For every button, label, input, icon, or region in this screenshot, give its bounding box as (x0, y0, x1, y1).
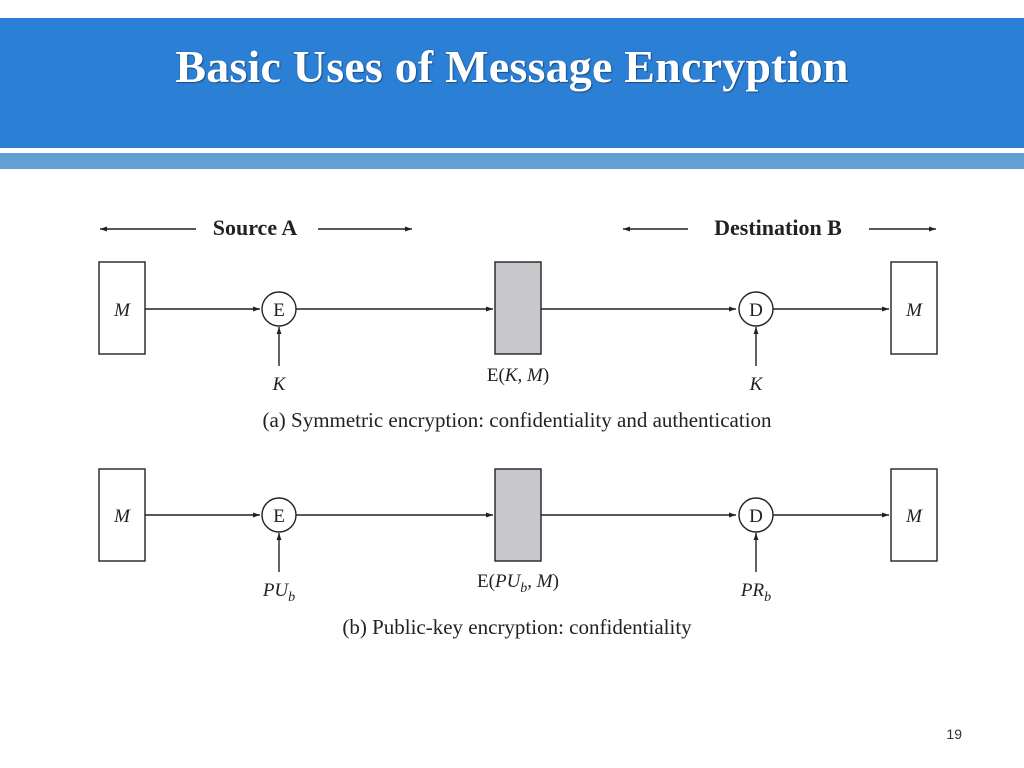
source-label: Source A (213, 215, 298, 240)
panel-a: M E K E(K, M) D K M (a) Symmetric encryp… (98, 261, 938, 432)
destination-label: Destination B (714, 215, 842, 240)
message-box-left (98, 261, 146, 355)
key-decrypt-label: K (749, 374, 764, 395)
ciphertext-label: E(K, M) (487, 365, 549, 386)
ciphertext-label: E(PUb, M) (477, 571, 559, 596)
page-number: 19 (946, 726, 962, 742)
destination-header: Destination B (623, 215, 936, 240)
message-left-label: M (113, 506, 131, 527)
title-bar: Basic Uses of Message Encryption (0, 18, 1024, 148)
slide-title: Basic Uses of Message Encryption (175, 41, 849, 92)
key-encrypt-label: K (272, 374, 287, 395)
ciphertext-box (494, 261, 542, 355)
title-stripe (0, 153, 1024, 169)
title-divider (0, 148, 1024, 151)
caption-b: (b) Public-key encryption: confidentiali… (342, 615, 692, 639)
message-left-label: M (113, 300, 131, 321)
ciphertext-box (494, 468, 542, 562)
caption-a: (a) Symmetric encryption: confidentialit… (262, 408, 772, 432)
panel-b: M E PUb E(PUb, M) D PRb M (b) Public-key… (98, 468, 938, 639)
decrypt-node-label: D (749, 300, 763, 321)
message-box-left (98, 468, 146, 562)
message-right-label: M (905, 300, 923, 321)
message-box-right (890, 261, 938, 355)
encrypt-node-label: E (273, 300, 285, 321)
encrypt-node-label: E (273, 506, 285, 527)
key-encrypt-label: PUb (262, 580, 295, 605)
source-header: Source A (100, 215, 412, 240)
message-right-label: M (905, 506, 923, 527)
decrypt-node-label: D (749, 506, 763, 527)
key-decrypt-label: PRb (740, 580, 771, 605)
message-box-right (890, 468, 938, 562)
